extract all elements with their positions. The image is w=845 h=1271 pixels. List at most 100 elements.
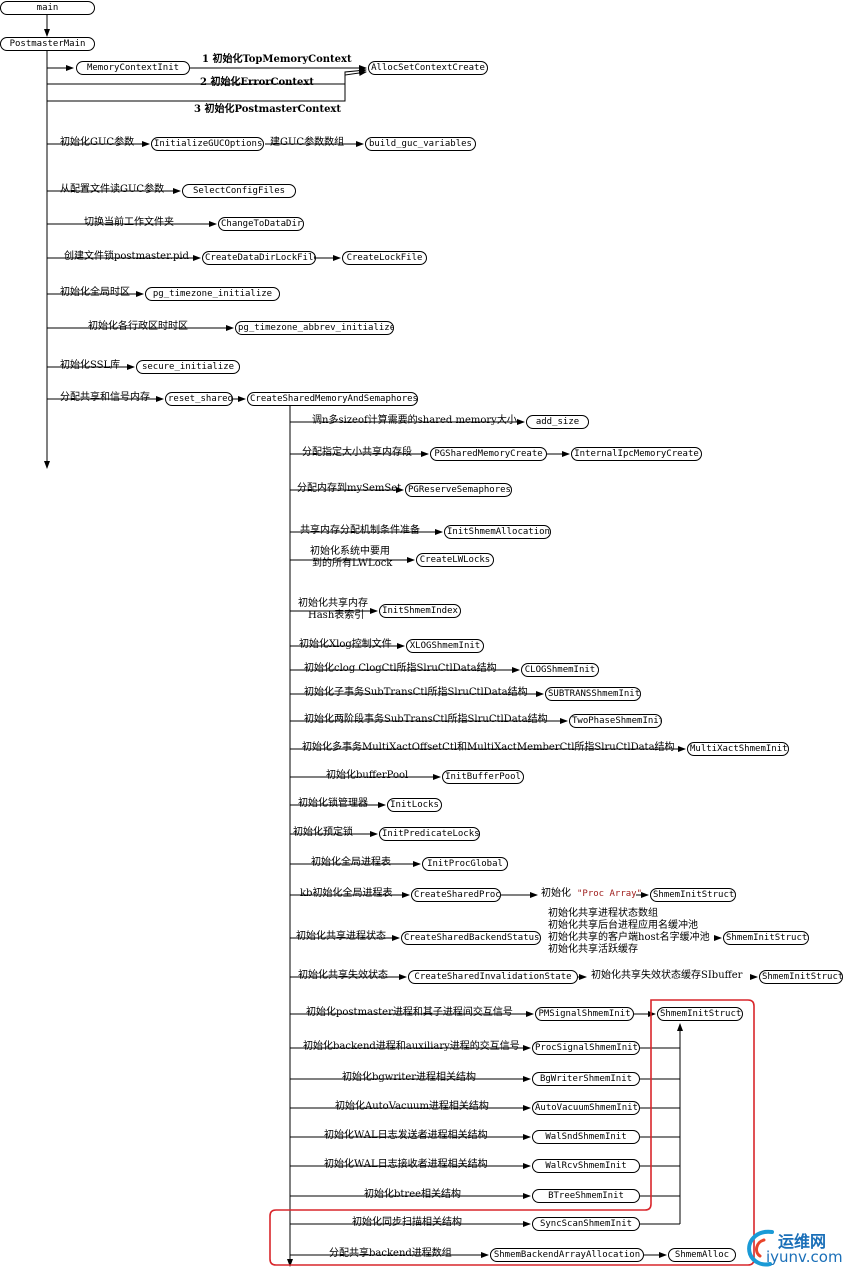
label-init-shared-inval-buffer: 初始化共享失效状态缓存SIbuffer xyxy=(591,970,743,981)
label-switch-work-dir: 切换当前工作文件夹 xyxy=(84,217,174,228)
label-init-lwlock-line1: 初始化系统中要用 xyxy=(310,546,390,557)
node-wal-rcv-shmem-init: WalRcvShmemInit xyxy=(532,1159,640,1173)
node-shmem-backend-array-allocation: ShmemBackendArrayAllocation xyxy=(490,1248,644,1262)
node-shmem-init-struct-3: ShmemInitStruct xyxy=(759,970,843,984)
label-init-proc-table: 初始化全局进程表 xyxy=(311,857,391,868)
node-initialize-guc-options: InitializeGUCOptions xyxy=(151,137,264,151)
label-init-lwlock-line2: 到的所有LWLock xyxy=(312,558,393,569)
label-init-shared-status: 初始化共享进程状态 xyxy=(296,931,386,942)
node-init-shmem-index: InitShmemIndex xyxy=(379,604,461,618)
label-init-admin-tz: 初始化各行政区时时区 xyxy=(88,321,188,332)
label-init-bufferpool: 初始化bufferPool xyxy=(326,770,409,781)
node-xlog-shmem-init: XLOGShmemInit xyxy=(406,639,484,653)
label-init-multixact: 初始化多事务MultiXactOffsetCtl和MultiXactMember… xyxy=(302,742,675,753)
label-status-note-1: 初始化共享进程状态数组 xyxy=(548,908,658,919)
node-pg-reserve-semaphores: PGReserveSemaphores xyxy=(405,483,512,497)
node-pm-signal-shmem-init: PMSignalShmemInit xyxy=(535,1007,634,1021)
node-create-shared-proc-array: CreateSharedProcArray xyxy=(411,888,501,902)
label-init-ssl: 初始化SSL库 xyxy=(60,360,121,371)
label-init-global-tz: 初始化全局时区 xyxy=(60,287,130,298)
label-init-wal-receiver: 初始化WAL日志接收者进程相关结构 xyxy=(324,1159,488,1170)
node-sync-scan-shmem-init: SyncScanShmemInit xyxy=(532,1217,640,1231)
node-bg-writer-shmem-init: BgWriterShmemInit xyxy=(532,1072,640,1086)
label-top-memory-context: 1 初始化TopMemoryContext xyxy=(202,54,352,65)
label-call-sizeof: 调n多sizeof计算需要的shared memory大小 xyxy=(312,415,517,426)
node-wal-snd-shmem-init: WalSndShmemInit xyxy=(532,1130,640,1144)
label-init-shared-inval: 初始化共享失效状态 xyxy=(298,970,388,981)
label-init-lock-mgr: 初始化锁管理器 xyxy=(298,798,368,809)
node-subtrans-shmem-init: SUBTRANSShmemInit xyxy=(545,687,641,701)
label-init-autovacuum: 初始化AutoVacuum进程相关结构 xyxy=(335,1101,489,1112)
label-build-guc-array: 建GUC参数数组 xyxy=(270,137,345,148)
label-alloc-fixed-shared: 分配指定大小共享内存段 xyxy=(302,447,412,458)
label-init-wal-sender: 初始化WAL日志发送者进程相关结构 xyxy=(324,1130,488,1141)
node-select-config-files: SelectConfigFiles xyxy=(182,184,296,198)
node-two-phase-shmem-init: TwoPhaseShmemInit xyxy=(569,714,662,728)
label-status-note-4: 初始化共享活跃缓存 xyxy=(548,944,638,955)
label-init-clog: 初始化clog ClogCtl所指SlruCtlData结构 xyxy=(304,663,497,674)
watermark-en: iyunv.com xyxy=(766,1248,843,1266)
node-create-shared-invalidation-state: CreateSharedInvalidationState xyxy=(408,970,578,984)
node-init-locks: InitLocks xyxy=(387,798,442,812)
label-alloc-backend-array: 分配共享backend进程数组 xyxy=(329,1248,452,1259)
node-reset-shared: reset_shared xyxy=(165,392,233,406)
node-create-lwlocks: CreateLWLocks xyxy=(416,553,494,567)
label-status-note-2: 初始化共享后台进程应用名缓冲池 xyxy=(548,920,698,931)
node-create-lock-file: CreateLockFile xyxy=(342,251,427,265)
label-shmem-alloc-prepare: 共享内存分配机制条件准备 xyxy=(300,525,420,536)
node-pg-timezone-abbrev-initialize: pg_timezone_abbrev_initialize xyxy=(235,321,394,335)
label-init-proc-array-prefix: 初始化 xyxy=(541,888,571,899)
label-status-note-3: 初始化共享的客户端host名字缓冲池 xyxy=(548,932,710,943)
node-init-buffer-pool: InitBufferPool xyxy=(442,770,524,784)
label-init-lwlock: 初始化系统中要用 到的所有LWLock xyxy=(310,546,392,570)
watermark-swirl-icon xyxy=(747,1229,774,1267)
node-clog-shmem-init: CLOGShmemInit xyxy=(521,663,599,677)
label-postmaster-context: 3 初始化PostmasterContext xyxy=(194,104,342,115)
node-init-shmem-allocation: InitShmemAllocation xyxy=(444,525,551,539)
node-add-size: add_size xyxy=(526,415,589,429)
node-postmaster-main: PostmasterMain xyxy=(0,37,95,51)
label-init-backend-signal: 初始化backend进程和auxiliary进程的交互信号 xyxy=(303,1041,520,1052)
node-create-data-dir-lock-file: CreateDataDirLockFile xyxy=(202,251,316,265)
label-status-notes: 初始化共享进程状态数组 初始化共享后台进程应用名缓冲池 初始化共享的客户端hos… xyxy=(548,908,710,956)
label-init-postmaster-signal: 初始化postmaster进程和其子进程间交互信号 xyxy=(306,1007,513,1018)
label-init-proc-array-value: "Proc Array" xyxy=(577,889,643,899)
label-alloc-mysemset: 分配内存到mySemSet xyxy=(297,483,402,494)
node-init-proc-global: InitProcGlobal xyxy=(422,857,508,871)
label-init-bgwriter: 初始化bgwriter进程相关结构 xyxy=(342,1072,477,1083)
label-init-subtrans: 初始化子事务SubTransCtl所指SlruCtlData结构 xyxy=(304,687,528,698)
node-internal-ipc-memory-create: InternalIpcMemoryCreate xyxy=(571,447,702,461)
node-create-shared-memory-and-semaphores: CreateSharedMemoryAndSemaphores xyxy=(247,392,418,406)
highlight-outline xyxy=(269,999,755,1266)
node-proc-signal-shmem-init: ProcSignalShmemInit xyxy=(532,1041,640,1055)
node-shmem-init-struct-2: ShmemInitStruct xyxy=(723,931,809,945)
label-init-shmem-line2: Hash表索引 xyxy=(308,610,365,621)
node-change-to-data-dir: ChangeToDataDir xyxy=(218,217,304,231)
node-shmem-init-struct-1: ShmemInitStruct xyxy=(650,888,736,902)
label-kb-init-proc: kb初始化全局进程表 xyxy=(300,888,393,899)
label-error-context: 2 初始化ErrorContext xyxy=(200,77,314,88)
label-init-twophase: 初始化两阶段事务SubTransCtl所指SlruCtlData结构 xyxy=(304,714,548,725)
label-create-lock-file: 创建文件锁postmaster.pid xyxy=(64,251,189,262)
label-read-guc-config: 从配置文件读GUC参数 xyxy=(60,184,165,195)
node-alloc-set-context-create: AllocSetContextCreate xyxy=(368,61,488,75)
node-init-predicate-locks: InitPredicateLocks xyxy=(379,827,480,841)
node-multixact-shmem-init: MultiXactShmemInit xyxy=(687,742,789,756)
node-pg-timezone-initialize: pg_timezone_initialize xyxy=(145,287,280,301)
label-init-btree: 初始化btree相关结构 xyxy=(364,1189,462,1200)
node-shmem-alloc: ShmemAlloc xyxy=(668,1248,736,1262)
label-init-guc: 初始化GUC参数 xyxy=(60,137,135,148)
node-secure-initialize: secure_initialize xyxy=(136,360,240,374)
watermark-logo: 运维网 iyunv.com xyxy=(742,1226,843,1270)
watermark-cn: 运维网 xyxy=(778,1232,827,1251)
label-init-shmem-line1: 初始化共享内存 xyxy=(298,598,368,609)
node-create-shared-backend-status: CreateSharedBackendStatus xyxy=(401,931,541,945)
node-btree-shmem-init: BTreeShmemInit xyxy=(532,1189,640,1203)
node-shmem-init-struct-4: ShmemInitStruct xyxy=(657,1007,743,1021)
label-alloc-shared-sem: 分配共享和信号内存 xyxy=(60,392,150,403)
label-init-shmem: 初始化共享内存 Hash表索引 xyxy=(298,598,368,622)
node-autovacuum-shmem-init: AutoVacuumShmemInit xyxy=(532,1101,640,1115)
node-memory-context-init: MemoryContextInit xyxy=(76,61,190,75)
node-pg-shared-memory-create: PGSharedMemoryCreate xyxy=(430,447,547,461)
